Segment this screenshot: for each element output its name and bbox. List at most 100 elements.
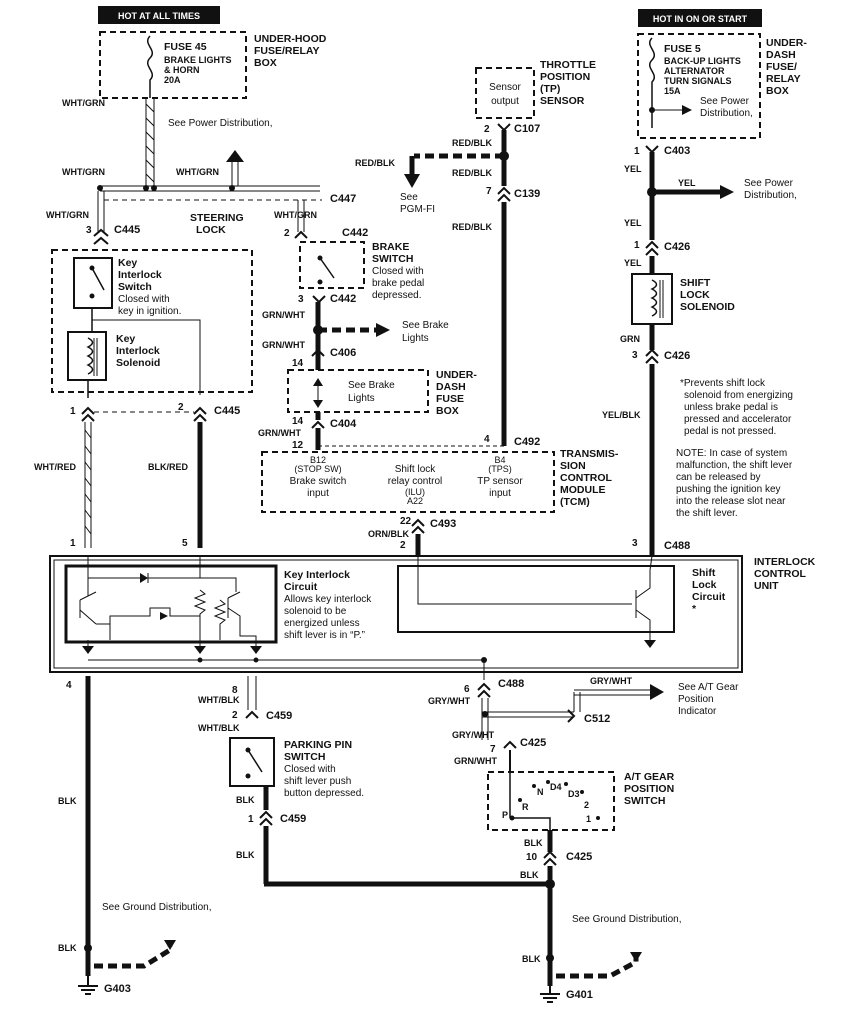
wire-label-wht-grn-1: WHT/GRN — [62, 98, 105, 108]
key-interlock-switch-desc-2: key in ignition. — [118, 306, 181, 317]
shift-lock-solenoid-title-2: LOCK — [680, 289, 710, 301]
tcm-ilu: (ILU) — [405, 487, 425, 497]
wire-label-grn-wht-2: GRN/WHT — [262, 340, 305, 350]
connector-c445-bottom: C445 — [214, 405, 240, 417]
note-prevents-4: pressed and accelerator — [684, 414, 792, 425]
fuse45-line1: BRAKE LIGHTS — [164, 55, 232, 65]
parking-pin-desc-1: Closed with — [284, 764, 336, 775]
fuse45-line2: & HORN — [164, 65, 200, 75]
connector-c403: C403 — [664, 145, 690, 157]
tp-sensor-title-1: THROTTLE — [540, 59, 596, 71]
shift-lock-circuit — [397, 565, 675, 633]
connector-c442-bottom: C442 — [330, 293, 356, 305]
at-gear-title-3: SWITCH — [624, 795, 665, 807]
slc-star: * — [692, 603, 697, 615]
see-at-gear-1: See A/T Gear — [678, 682, 739, 693]
at-gear-title-2: POSITION — [624, 783, 674, 795]
connector-c442-top: C442 — [342, 227, 368, 239]
wire-label-red-blk-4: RED/BLK — [452, 222, 492, 232]
fuse5-line2: ALTERNATOR — [664, 66, 725, 76]
wire-label-wht-blk-1: WHT/BLK — [198, 695, 240, 705]
underdash-relay-box — [637, 33, 761, 139]
tcm-title-1: TRANSMIS- — [560, 448, 619, 460]
fuse5-line3: TURN SIGNALS — [664, 76, 732, 86]
wire-label-wht-blk-2: WHT/BLK — [198, 723, 240, 733]
gear-2: 2 — [584, 800, 589, 810]
hot-always-badge — [98, 6, 220, 24]
connector-c488-bottom: C488 — [498, 678, 524, 690]
see-power-dist-yel-1: See Power — [744, 178, 794, 189]
gear-1: 1 — [586, 814, 591, 824]
fuse5-name: FUSE 5 — [664, 43, 701, 55]
steering-lock-label-1: STEERING — [190, 212, 244, 224]
icu-title-2: CONTROL — [754, 568, 806, 580]
note-malfunction-5: into the release slot near — [676, 496, 786, 507]
connector-c488-top: C488 — [664, 540, 690, 552]
shift-lock-solenoid-title-3: SOLENOID — [680, 301, 735, 313]
arrow-up-power — [226, 150, 244, 162]
underhood-box-label-1: UNDER-HOOD — [254, 33, 327, 45]
connector-c425-bottom: C425 — [566, 851, 592, 863]
hot-always-label: HOT AT ALL TIMES — [118, 11, 200, 21]
pin-1-c403: 1 — [634, 146, 640, 157]
underdash-fuse-box-label-1: UNDER- — [436, 369, 477, 381]
see-brake-lights-2a: See Brake — [348, 380, 395, 391]
pin-3-c488: 3 — [632, 538, 638, 549]
brake-switch-desc-2: brake pedal — [372, 278, 424, 289]
connector-c445-top: C445 — [114, 224, 140, 236]
wire-label-wht-grn-2: WHT/GRN — [62, 167, 105, 177]
underdash-fuse-box-label-2: DASH — [436, 381, 466, 393]
key-interlock-switch-title-3: Switch — [118, 281, 152, 293]
wire-label-yel-blk: YEL/BLK — [602, 410, 641, 420]
connector-c447: C447 — [330, 193, 356, 205]
pin-2-icu: 2 — [400, 540, 406, 551]
tp-sensor-title-4: SENSOR — [540, 95, 585, 107]
pin-1-c426: 1 — [634, 240, 640, 251]
wire-label-blk-3: BLK — [236, 795, 255, 805]
note-malfunction-3: can be released by — [676, 472, 761, 483]
connector-c492: C492 — [514, 436, 540, 448]
wire-label-red-blk-1: RED/BLK — [452, 138, 492, 148]
pin-1-icu: 1 — [70, 538, 76, 549]
underdash-fuse-box — [287, 369, 429, 413]
slc-title-3: Circuit — [692, 591, 726, 603]
brake-switch-title-1: BRAKE — [372, 241, 409, 253]
pin-2-c459: 2 — [232, 710, 238, 721]
wire-label-yel-4: YEL — [624, 258, 642, 268]
fuse45-symbol — [147, 35, 153, 98]
wire-label-yel-1: YEL — [624, 164, 642, 174]
pin-14-lower: 14 — [292, 416, 304, 427]
note-malfunction-4: pushing the ignition key — [676, 484, 781, 495]
wire-label-wht-grn-5: WHT/GRN — [274, 210, 317, 220]
underhood-box-label-3: BOX — [254, 57, 277, 69]
pin-1-c445: 1 — [70, 406, 76, 417]
pin-6-c488: 6 — [464, 684, 470, 695]
brake-switch-desc-3: depressed. — [372, 290, 421, 301]
pin-4-c492: 4 — [484, 434, 490, 445]
connector-c512: C512 — [584, 713, 610, 725]
fuse5-line1: BACK-UP LIGHTS — [664, 56, 741, 66]
arrow-power-dist-yel — [720, 185, 734, 199]
key-interlock-switch-title-1: Key — [118, 257, 137, 269]
wire-label-blk-1: BLK — [58, 796, 77, 806]
see-brake-lights-1a: See Brake — [402, 320, 449, 331]
parking-pin-desc-3: button depressed. — [284, 788, 364, 799]
fuse45-name: FUSE 45 — [164, 41, 207, 53]
icu-title-3: UNIT — [754, 580, 779, 592]
note-prevents-2: solenoid from energizing — [684, 390, 793, 401]
underdash-relay-box-label-4: RELAY — [766, 73, 801, 85]
shift-lock-solenoid — [631, 273, 673, 325]
gear-d3: D3 — [568, 789, 580, 799]
tcm-box — [261, 451, 555, 513]
gear-d4: D4 — [550, 782, 562, 792]
icu-title-1: INTERLOCK — [754, 556, 816, 568]
pin-12-tcm: 12 — [292, 440, 304, 451]
slc-title-1: Shift — [692, 567, 716, 579]
pin-7-c139: 7 — [486, 186, 492, 197]
wire-label-wht-grn-4: WHT/GRN — [46, 210, 89, 220]
connector-c426-top: C426 — [664, 241, 690, 253]
parking-pin-desc-2: shift lever push — [284, 776, 351, 787]
key-interlock-solenoid-title-1: Key — [116, 333, 135, 345]
tcm-title-5: (TCM) — [560, 496, 590, 508]
fuse5-rating: 15A — [664, 86, 681, 96]
